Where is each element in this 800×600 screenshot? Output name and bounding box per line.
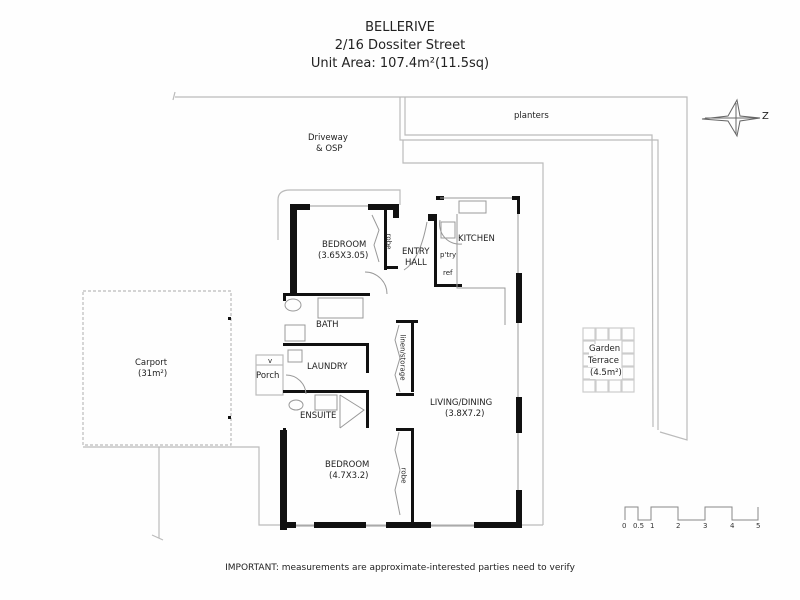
driveway-osp-label: & OSP xyxy=(316,144,343,154)
bedroom1-dimensions: (3.65X3.05) xyxy=(318,251,369,261)
entry-label: ENTRY xyxy=(402,247,430,257)
bath-label: BATH xyxy=(316,320,339,330)
carport-area-label: (31m²) xyxy=(138,369,168,379)
planters-label: planters xyxy=(514,111,549,121)
driveway-label: Driveway xyxy=(308,133,348,143)
robe2-label: robe xyxy=(399,467,408,484)
carport-label: Carport xyxy=(135,358,168,368)
garden-label: Garden xyxy=(589,344,621,355)
living-dining-dimensions: (3.8X7.2) xyxy=(445,409,485,419)
ref-label: ref xyxy=(443,269,453,277)
ensuite-label: ENSUITE xyxy=(300,411,337,421)
scale-tick-0: 0 xyxy=(622,522,627,530)
disclaimer-note: IMPORTANT: measurements are approximate-… xyxy=(225,563,575,573)
unit-area-title: Unit Area: 107.4m²(11.5sq) xyxy=(310,56,490,71)
laundry-label: LAUNDRY xyxy=(307,362,348,372)
porch-mark: v xyxy=(268,357,273,365)
scale-tick-3: 3 xyxy=(703,522,708,530)
pantry-label: p'try xyxy=(440,251,457,259)
bedroom1-label: BEDROOM xyxy=(322,240,367,250)
kitchen-label: KITCHEN xyxy=(458,234,495,244)
porch-label: Porch xyxy=(256,371,280,381)
address-title: 2/16 Dossiter Street xyxy=(334,38,466,53)
terrace-area-label: (4.5m²) xyxy=(590,368,622,379)
compass-north-label: Z xyxy=(762,111,769,122)
scale-tick-0-5: 0.5 xyxy=(633,522,645,530)
bedroom2-label: BEDROOM xyxy=(325,460,370,470)
bedroom2-dimensions: (4.7X3.2) xyxy=(329,471,369,481)
scale-tick-2: 2 xyxy=(676,522,681,530)
suburb-title: BELLERIVE xyxy=(365,20,435,35)
robe1-label: robe xyxy=(384,233,393,250)
terrace-label: Terrace xyxy=(588,356,619,367)
living-dining-label: LIVING/DINING xyxy=(430,398,493,408)
linen-storage-label: linen/storage xyxy=(398,334,407,381)
scale-tick-1: 1 xyxy=(650,522,655,530)
scale-tick-5: 5 xyxy=(756,522,761,530)
hall-label: HALL xyxy=(405,258,427,268)
scale-tick-4: 4 xyxy=(730,522,735,530)
